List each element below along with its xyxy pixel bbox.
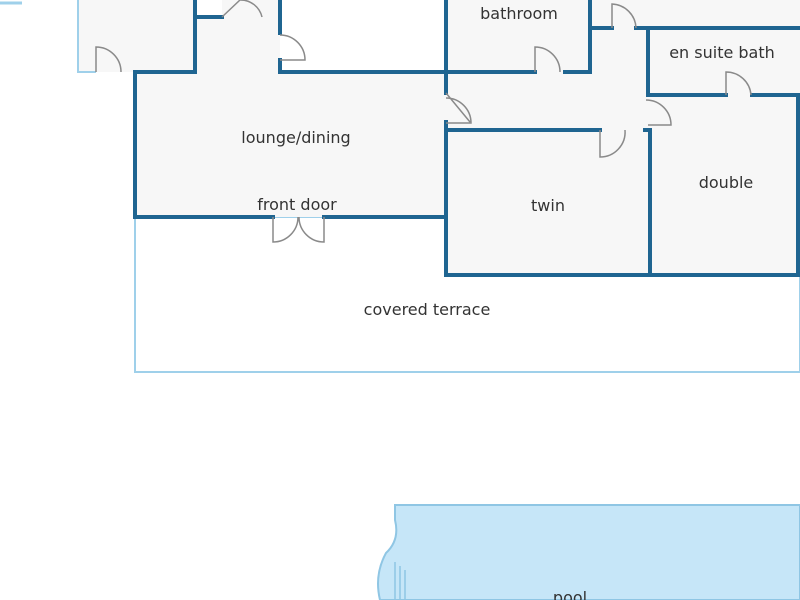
- pool-steps: [394, 562, 406, 600]
- top-left-door-swing: [221, 0, 263, 18]
- garage-area: [78, 0, 195, 72]
- twin-door-swing: [599, 129, 626, 158]
- kitchen-door-swing: [279, 34, 306, 61]
- walls: [133, 0, 800, 277]
- room-label-double: double: [699, 173, 754, 192]
- front-door-right-swing: [298, 216, 325, 243]
- room-label-en-suite-bath: en suite bath: [669, 43, 775, 62]
- hall-right-door-swing: [645, 99, 672, 126]
- hall-door-swing: [611, 3, 637, 29]
- house-floor: [135, 0, 800, 275]
- bathroom-door-swing: [534, 46, 561, 73]
- garage-outline: [77, 0, 96, 73]
- area-label-pool: pool: [553, 588, 587, 600]
- garage-door-swing: [95, 46, 122, 73]
- doors: [95, 0, 752, 243]
- en-suite-door-swing: [725, 71, 752, 96]
- front-door-left-swing: [272, 216, 299, 243]
- room-label-lounge-dining: lounge/dining: [241, 128, 350, 147]
- label-front-door: front door: [257, 195, 337, 214]
- room-label-bathroom: bathroom: [480, 4, 558, 23]
- pool-shape: [377, 504, 800, 600]
- lounge-hall-door-swing: [445, 92, 472, 124]
- area-label-covered-terrace: covered terrace: [364, 300, 491, 319]
- room-label-twin: twin: [531, 196, 565, 215]
